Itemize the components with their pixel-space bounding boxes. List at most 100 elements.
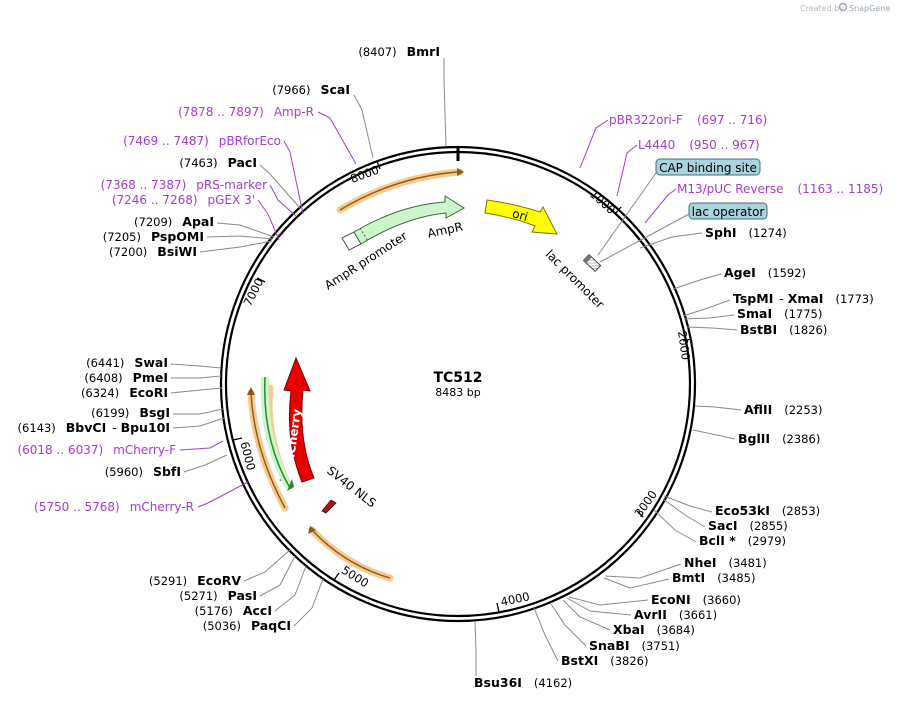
site-pos: (3485) [717, 571, 755, 585]
site-name: PspOMI [151, 229, 204, 244]
site-leader [170, 363, 222, 369]
site-pasi: (5271)PasI [179, 588, 257, 603]
site-name: SacI [708, 518, 738, 533]
site-pos: (7966) [272, 83, 310, 97]
ampr-arrow [353, 195, 465, 245]
site-leader [533, 607, 559, 662]
site-leader [663, 495, 713, 513]
primer-name: Amp-R [274, 105, 314, 119]
ori-label: ori [511, 206, 530, 224]
site-leader [603, 577, 670, 589]
primer-range: (7469 .. 7487) [123, 134, 209, 148]
primer-leader [179, 440, 224, 451]
site-name: BstBI [740, 322, 777, 337]
site-acci: (5176)AccI [195, 603, 272, 618]
site-pos: (7463) [179, 156, 217, 170]
site-pos: (5271) [179, 589, 217, 603]
site-leader [172, 417, 225, 429]
cap-binding-leader [597, 172, 657, 256]
site-pos: (7200) [109, 245, 147, 259]
site-leader [199, 240, 273, 253]
site-leader [682, 299, 731, 317]
site-pos: (5291) [149, 574, 187, 588]
site-tspmi: TspMI-XmaI(1773) [733, 291, 874, 306]
primer-range: (6018 .. 6037) [17, 443, 103, 457]
site-name: AgeI [724, 265, 756, 280]
site-sbfi: (5960)SbfI [105, 464, 181, 479]
tick-mark [333, 572, 340, 581]
site-leader [550, 603, 587, 647]
sv40-nls-arrow [321, 499, 337, 514]
site-name: EcoNI [651, 592, 691, 607]
site-name: BsgI [139, 405, 170, 420]
primer-name: pRS-marker [196, 178, 267, 192]
site-pos: (5176) [195, 604, 233, 618]
site-saci: SacI(2855) [708, 518, 788, 533]
primer-arc-head [457, 168, 464, 176]
lac-promoter-box [582, 253, 602, 273]
site-pos: (1592) [768, 266, 806, 280]
primer-arc-line [311, 529, 391, 579]
tick-mark [232, 437, 243, 441]
mcherry-arrow [283, 356, 315, 483]
site-name: XmaI [788, 291, 824, 306]
primer-leader [644, 188, 677, 224]
site-pos: (1274) [749, 226, 787, 240]
site-pos: (3826) [610, 654, 648, 668]
site-leader [568, 596, 649, 606]
site-name: BsiWI [157, 244, 197, 259]
primer-name: pBR322ori-F [609, 113, 683, 127]
restriction-sites-left: (8407)BmrI (7966)ScaI (7463)PacI (7209)A… [18, 44, 447, 633]
site-apai: (7209)ApaI [134, 214, 214, 229]
site-dash: - [112, 421, 116, 435]
site-name: SbfI [153, 464, 181, 479]
primer-range: (1163 .. 1185) [798, 182, 884, 196]
site-name: BmtI [672, 570, 705, 585]
site-name: Bsu36I [474, 675, 522, 690]
site-pos: (8407) [358, 45, 396, 59]
lac-operator-label: lac operator [692, 205, 765, 219]
primer-range: (950 .. 967) [689, 138, 759, 152]
site-pos: (1775) [784, 307, 822, 321]
primer-arc-head [247, 387, 255, 395]
site-pos: (1826) [789, 323, 827, 337]
primer-pgex-3: (7246 .. 7268)pGEX 3' [112, 193, 255, 207]
site-leader [686, 326, 738, 331]
site-leader [474, 620, 477, 676]
site-agei: AgeI (1592) [724, 265, 806, 280]
primer-pbrforeco: (7469 .. 7487)pBRforEco [123, 134, 281, 148]
site-leader [243, 549, 291, 582]
site-leader [259, 555, 296, 597]
primer-leader [579, 119, 609, 169]
tick-label-4000: 4000 [499, 589, 531, 609]
primer-leader [616, 144, 638, 197]
site-xbai: XbaI(3684) [613, 622, 695, 637]
site-leader [672, 273, 722, 290]
site-name: BbvCI [66, 420, 106, 435]
cap-binding-site-box [655, 158, 761, 176]
primer-leader [269, 184, 297, 217]
site-pos: (2979) [748, 534, 786, 548]
site-pmei: (6408)PmeI [84, 370, 168, 385]
primer-labels: pBR322ori-F(697 .. 716) L4440(950 .. 967… [17, 105, 883, 514]
tick-mark [256, 277, 266, 283]
credit-brand: SnapGene [849, 4, 890, 13]
lac-promoter-shape [582, 253, 602, 273]
primer-arc-line [339, 171, 458, 211]
site-name: PacI [228, 155, 257, 170]
site-sphi: SphI(1274) [705, 225, 787, 240]
site-name: AvrII [634, 607, 667, 622]
lac-promoter-shading [583, 254, 592, 264]
primer-name: M13/pUC Reverse [677, 182, 784, 196]
site-nhei: NheI(3481) [684, 555, 767, 570]
primer-arc-head [308, 526, 316, 534]
site-pos: (2386) [782, 432, 820, 446]
tick-mark [614, 206, 622, 215]
site-bglii: BglII(2386) [738, 431, 820, 446]
primer-prs-marker: (7368 .. 7387)pRS-marker [101, 178, 267, 192]
site-leader [259, 164, 301, 209]
primer-range: (7246 .. 7268) [112, 193, 198, 207]
primer-leader [317, 111, 357, 165]
site-bcli: BclI *(2979) [699, 533, 786, 548]
